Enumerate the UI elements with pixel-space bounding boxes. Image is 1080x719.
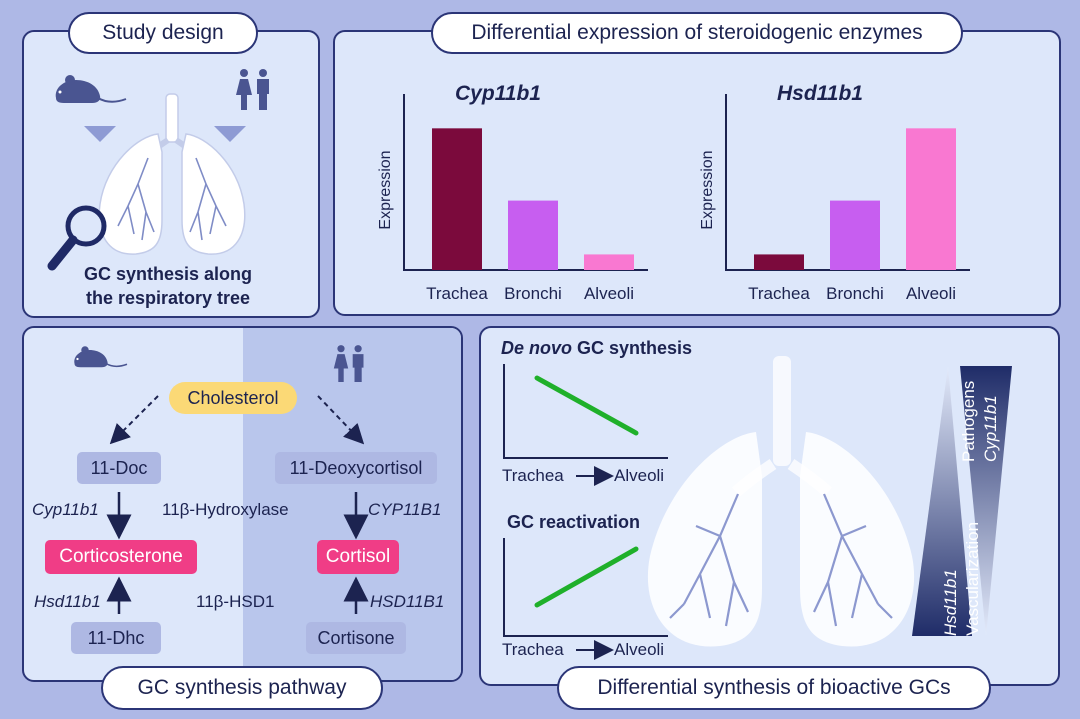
gradient-right-label: Pathogens Cyp11b1 [958, 381, 1002, 462]
magnifier-icon [47, 205, 107, 271]
bioactive-title: Differential synthesis of bioactive GCs [557, 666, 991, 710]
hsd11b1-chart-title: Hsd11b1 [777, 82, 863, 105]
cyp11b1-tick-alveoli: Alveoli [584, 284, 634, 303]
mouse-icon [55, 75, 127, 103]
hsd11b1-tick-trachea: Trachea [748, 284, 810, 303]
cholesterol-box: Cholesterol [169, 382, 297, 414]
gradient-cyp11b1: Cyp11b1 [981, 395, 1000, 462]
arrow-triangle-left [84, 126, 116, 142]
hsd11b1-bar-alveoli [906, 128, 956, 270]
hsd11b1-human-label: HSD11B1 [370, 592, 445, 611]
cyp11b1-human-label: CYP11B1 [368, 500, 442, 519]
gradient-vascularization: Vascularization [963, 521, 982, 636]
gradient-left-label: Hsd11b1 Vascularization [940, 522, 984, 636]
hsd11b1-bar-trachea [754, 254, 804, 270]
study-design-title: Study design [68, 12, 258, 54]
cyp11b1-tick-trachea: Trachea [426, 284, 488, 303]
cyp11b1-tick-bronchi: Bronchi [504, 284, 562, 303]
reactivation-title: GC reactivation [507, 512, 641, 532]
hsd1-label: 11β-HSD1 [196, 592, 275, 611]
hsd11b1-tick-bronchi: Bronchi [826, 284, 884, 303]
denovo-axis-start: Trachea [502, 466, 564, 485]
denovo-italic: De novo [501, 338, 573, 358]
pathway-title: GC synthesis pathway [101, 666, 383, 710]
mouse-icon-pathway [74, 346, 128, 368]
denovo-trend-plot [503, 364, 668, 660]
cortisol-box: Cortisol [317, 540, 399, 574]
hsd11b1-ylabel: Expression [699, 150, 716, 229]
study-caption-line1: GC synthesis along [83, 264, 253, 284]
cyp11b1-axes [403, 94, 648, 271]
cyp11b1-chart-title: Cyp11b1 [455, 82, 541, 105]
denovo-axis-end: Alveoli [614, 466, 665, 485]
cyp11b1-ylabel: Expression [377, 150, 394, 229]
arrow-triangle-right [214, 126, 246, 142]
study-caption-line2: the respiratory tree [85, 288, 251, 308]
corticosterone-box: Corticosterone [45, 540, 197, 574]
expression-title: Differential expression of steroidogenic… [431, 12, 963, 54]
denovo-title: De novo GC synthesis [501, 338, 692, 359]
study-caption: GC synthesis along the respiratory tree [68, 262, 268, 310]
hsd11b1-axes [725, 94, 970, 271]
human-couple-icon [236, 69, 269, 110]
hydroxylase-label: 11β-Hydroxylase [162, 500, 289, 519]
gradient-pathogens: Pathogens [959, 380, 978, 462]
lung-icon [98, 93, 246, 255]
large-lung-icon [647, 356, 915, 647]
reactivation-axis-start: Trachea [502, 640, 564, 659]
hsd11b1-bar-bronchi [830, 200, 880, 270]
cyp11b1-bar-bronchi [508, 200, 558, 270]
gradient-hsd11b1: Hsd11b1 [941, 569, 960, 636]
gradient-triangles [912, 366, 1012, 636]
deoxycortisol-box: 11-Deoxycortisol [275, 452, 437, 484]
pathway-arrows [106, 395, 369, 614]
cyp11b1-mouse-label: Cyp11b1 [32, 500, 99, 519]
human-couple-icon-pathway [333, 345, 364, 382]
hsd11b1-tick-alveoli: Alveoli [906, 284, 956, 303]
hsd11b1-mouse-label: Hsd11b1 [34, 592, 101, 611]
cyp11b1-bar-alveoli [584, 254, 634, 270]
cortisone-box: Cortisone [306, 622, 406, 654]
cyp11b1-bar-trachea [432, 128, 482, 270]
reactivation-axis-end: Alveoli [614, 640, 665, 659]
dhc-box: 11-Dhc [71, 622, 161, 654]
doc-box: 11-Doc [77, 452, 161, 484]
denovo-rest: GC synthesis [572, 338, 693, 358]
